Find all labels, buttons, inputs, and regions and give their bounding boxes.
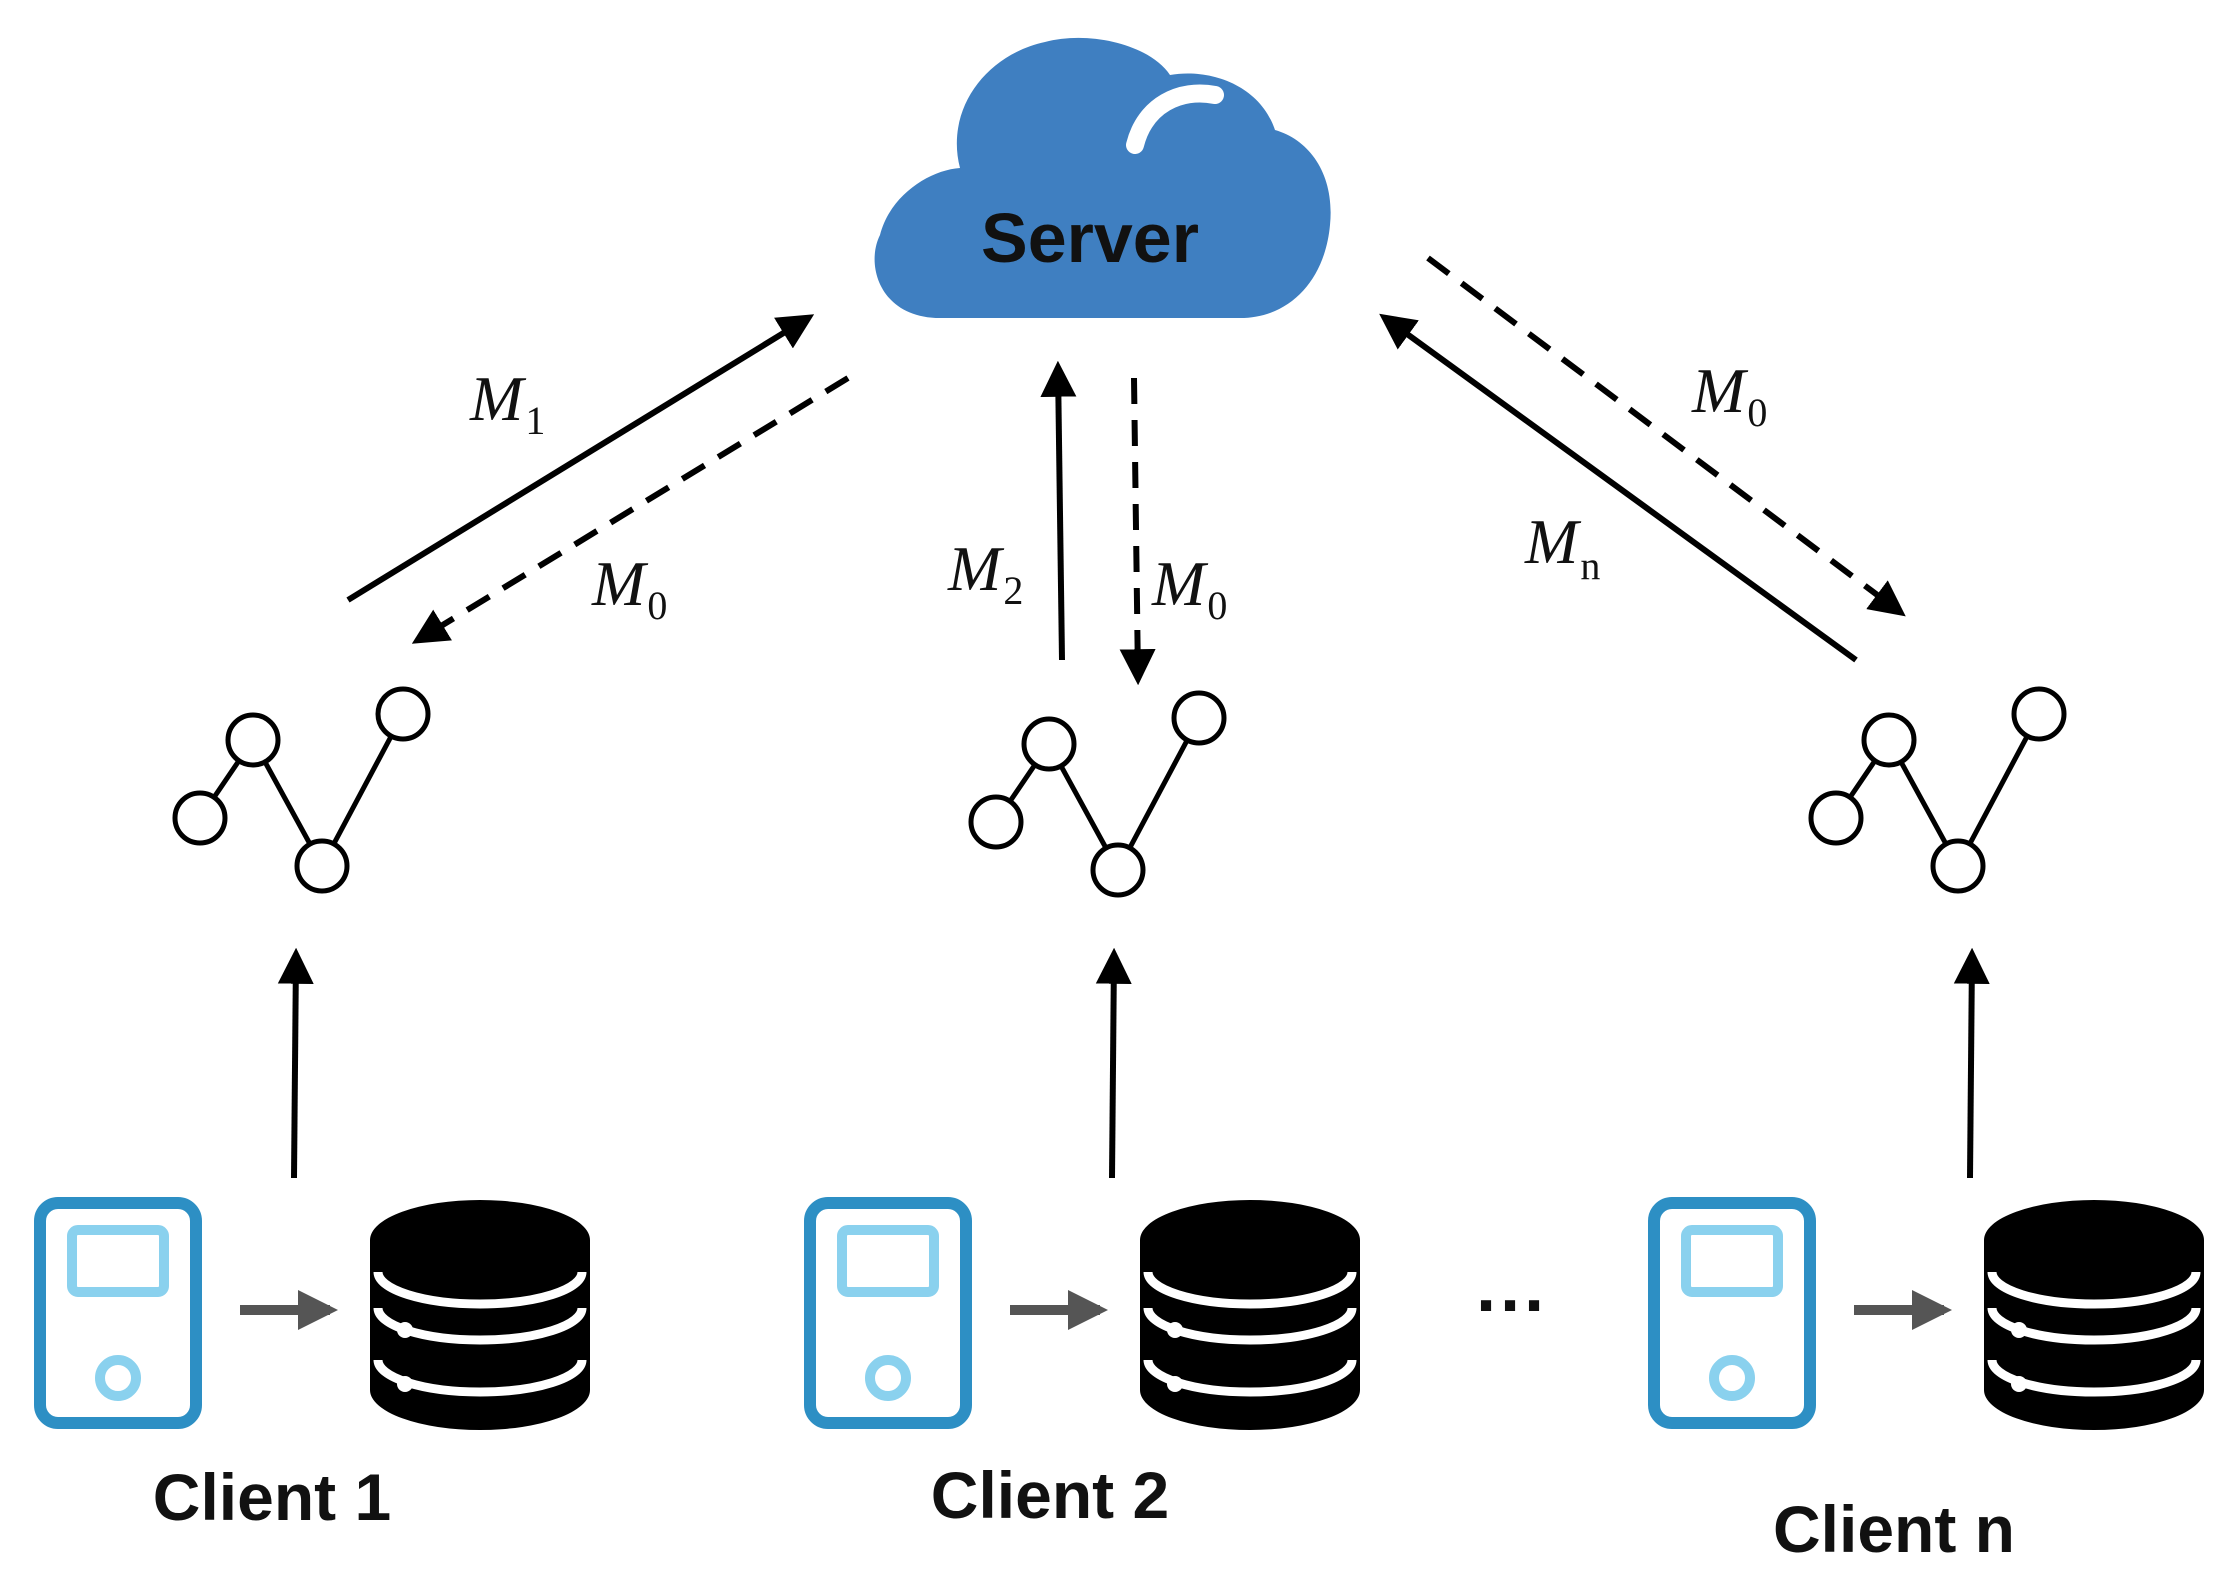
cloud-icon: [874, 37, 1331, 318]
computer-icon: [804, 1197, 972, 1429]
client-label: Client 2: [931, 1458, 1169, 1532]
model-label-client-1-upload: M1: [469, 363, 545, 443]
svg-text:M0: M0: [591, 548, 667, 628]
model-label-client-n-download: M0: [1691, 355, 1767, 435]
upload-arrow-client-n: [1379, 313, 1858, 663]
client-1-group: Client 1: [34, 1197, 590, 1534]
svg-text:M1: M1: [469, 363, 545, 443]
svg-text:M0: M0: [1691, 355, 1767, 435]
client-n-group: Client n: [1648, 1197, 2204, 1566]
cloud-highlight: [1126, 84, 1224, 154]
train-arrow-client-1: [277, 947, 314, 1179]
client-2-group: Client 2: [804, 1197, 1360, 1532]
client-label: Client n: [1773, 1492, 2015, 1566]
server-label: Server: [981, 199, 1199, 277]
train-arrow-client-2: [1095, 947, 1132, 1179]
database-icon: [370, 1200, 590, 1430]
local-model-icon-client-2: [968, 690, 1227, 898]
client-label: Client 1: [153, 1460, 391, 1534]
local-model-icon-client-1: [172, 686, 431, 894]
server-cloud: Server: [874, 37, 1331, 318]
model-label-client-2-upload: M2: [947, 533, 1023, 613]
computer-icon: [34, 1197, 202, 1429]
database-icon: [1984, 1200, 2204, 1430]
upload-arrow-client-1: [346, 314, 815, 603]
download-arrow-client-2: [1119, 377, 1156, 686]
upload-arrow-client-2: [1040, 360, 1077, 661]
local-model-icon-client-n: [1808, 686, 2067, 894]
database-icon: [1140, 1200, 1360, 1430]
model-label-client-1-download: M0: [591, 548, 667, 628]
svg-text:M0: M0: [1151, 548, 1227, 628]
download-arrow-client-n: [1426, 255, 1906, 617]
computer-icon: [1648, 1197, 1816, 1429]
train-arrow-client-n: [1953, 947, 1990, 1179]
svg-text:Mn: Mn: [1524, 506, 1600, 588]
ellipsis: ···: [1476, 1266, 1548, 1346]
model-label-client-2-download: M0: [1151, 548, 1227, 628]
model-label-client-n-upload: Mn: [1524, 506, 1600, 588]
svg-text:M2: M2: [947, 533, 1023, 613]
